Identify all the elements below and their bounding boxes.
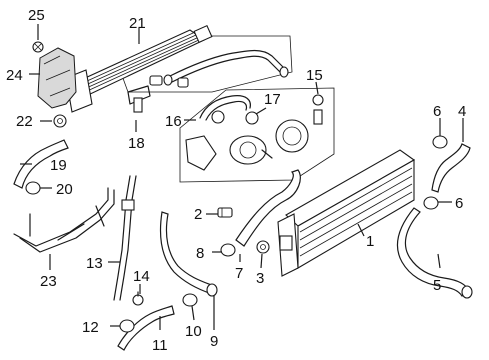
pump-group-box [179, 87, 335, 183]
callout-12: 12 [82, 319, 99, 336]
callout-15: 15 [306, 67, 323, 84]
callout-13: 13 [86, 255, 103, 272]
pump-assembly [185, 94, 324, 171]
sensor-14 [132, 291, 144, 306]
callout-10: 10 [185, 323, 202, 340]
callout-6-upper: 6 [433, 103, 441, 120]
hose-4 [431, 143, 471, 193]
callout-24: 24 [6, 67, 23, 84]
callout-5: 5 [433, 277, 441, 294]
callout-3: 3 [256, 270, 264, 287]
leader-lines [20, 24, 464, 330]
clamp-12 [119, 319, 135, 333]
bolt-2 [217, 207, 233, 218]
callout-22: 22 [16, 113, 33, 130]
callout-17: 17 [264, 91, 281, 108]
callout-25: 25 [28, 7, 45, 24]
callout-21: 21 [129, 15, 146, 32]
tube-assembly-23 [13, 187, 115, 253]
clamp-8 [220, 243, 236, 257]
clamp-10 [182, 293, 198, 307]
hose-5 [396, 207, 473, 299]
callout-9: 9 [210, 333, 218, 350]
callout-4: 4 [458, 103, 466, 120]
callout-19: 19 [50, 157, 67, 174]
clamp-6-upper [432, 135, 448, 149]
clamp-6-lower [423, 196, 439, 210]
grommet-3 [256, 240, 270, 254]
clamp-20 [25, 181, 41, 195]
tube-13 [113, 175, 137, 301]
cooler-radiator [277, 149, 416, 277]
callout-2: 2 [194, 206, 202, 223]
callout-16: 16 [165, 113, 182, 130]
callout-1: 1 [366, 233, 374, 250]
callout-8: 8 [196, 245, 204, 262]
callout-20: 20 [56, 181, 73, 198]
mount-bracket [37, 47, 77, 109]
callout-6-lower: 6 [455, 195, 463, 212]
callout-23: 23 [40, 273, 57, 290]
hose-19 [13, 139, 69, 189]
hose-9 [159, 211, 218, 297]
bolt-25 [32, 41, 44, 53]
nut-22 [53, 114, 67, 128]
callout-labels: 1 2 3 4 5 6 6 7 8 9 10 11 12 13 14 15 16… [6, 7, 466, 354]
callout-7: 7 [235, 265, 243, 282]
upper-hose-assembly [127, 49, 289, 113]
callout-18: 18 [128, 135, 145, 152]
callout-14: 14 [133, 268, 150, 285]
hose-7 [235, 169, 301, 247]
callout-11: 11 [152, 337, 168, 354]
